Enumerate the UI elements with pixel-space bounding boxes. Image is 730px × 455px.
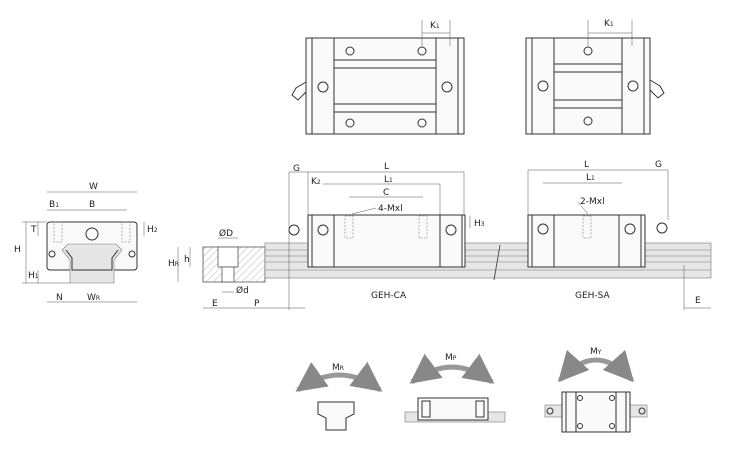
- p-label: P: [254, 299, 260, 309]
- h-label: H: [14, 245, 21, 255]
- e-label: E: [695, 296, 701, 306]
- svg-text:MR: MR: [332, 363, 344, 373]
- c-label: C: [383, 188, 389, 198]
- wr-label: WR: [87, 293, 100, 303]
- l-label: L: [384, 162, 389, 172]
- geh-ca-label: GEH-CA: [371, 291, 407, 301]
- hr-label: HR: [168, 259, 179, 269]
- moment-mp: MP: [404, 353, 506, 423]
- top-view-geh-sa: K1: [525, 19, 665, 135]
- svg-text:MY: MY: [590, 347, 602, 357]
- b-label: B: [89, 200, 95, 210]
- n-label: N: [56, 293, 63, 303]
- side-view: G L K2 L1 C 4-Mxl H3 GEH-CA L G L1 2-Mxl…: [264, 160, 712, 310]
- od-label: ØD: [219, 228, 233, 239]
- front-view: W B1 B T H2 H H1 N WR: [14, 182, 158, 303]
- k2-label: K2: [311, 177, 321, 187]
- h1-label: H1: [28, 271, 39, 281]
- 2-mxl-label: 2-Mxl: [580, 197, 605, 207]
- w-label: W: [89, 182, 98, 192]
- h-small-label: h: [184, 255, 190, 265]
- svg-text:MP: MP: [445, 353, 457, 363]
- e-label: E: [212, 299, 218, 309]
- l1-label: L1: [384, 175, 393, 185]
- geh-sa-label: GEH-SA: [575, 291, 611, 301]
- h3-label: H3: [474, 219, 485, 229]
- g-label: G: [655, 160, 662, 170]
- k1-label: K1: [430, 21, 440, 31]
- g-label: G: [293, 164, 300, 174]
- moment-mr: MR: [295, 361, 383, 431]
- od-small-label: Ød: [236, 285, 249, 296]
- moment-my: MY: [544, 347, 648, 433]
- t-label: T: [30, 225, 37, 235]
- rail-section: ØD h HR Ød E P: [168, 228, 305, 309]
- l-label: L: [584, 160, 589, 170]
- 4-mxl-label: 4-Mxl: [378, 204, 403, 214]
- top-view-geh-ca: K1: [291, 20, 465, 135]
- h2-label: H2: [147, 225, 158, 235]
- k1-label: K1: [604, 19, 614, 29]
- b1-label: B1: [49, 200, 59, 210]
- l1-label: L1: [586, 173, 595, 183]
